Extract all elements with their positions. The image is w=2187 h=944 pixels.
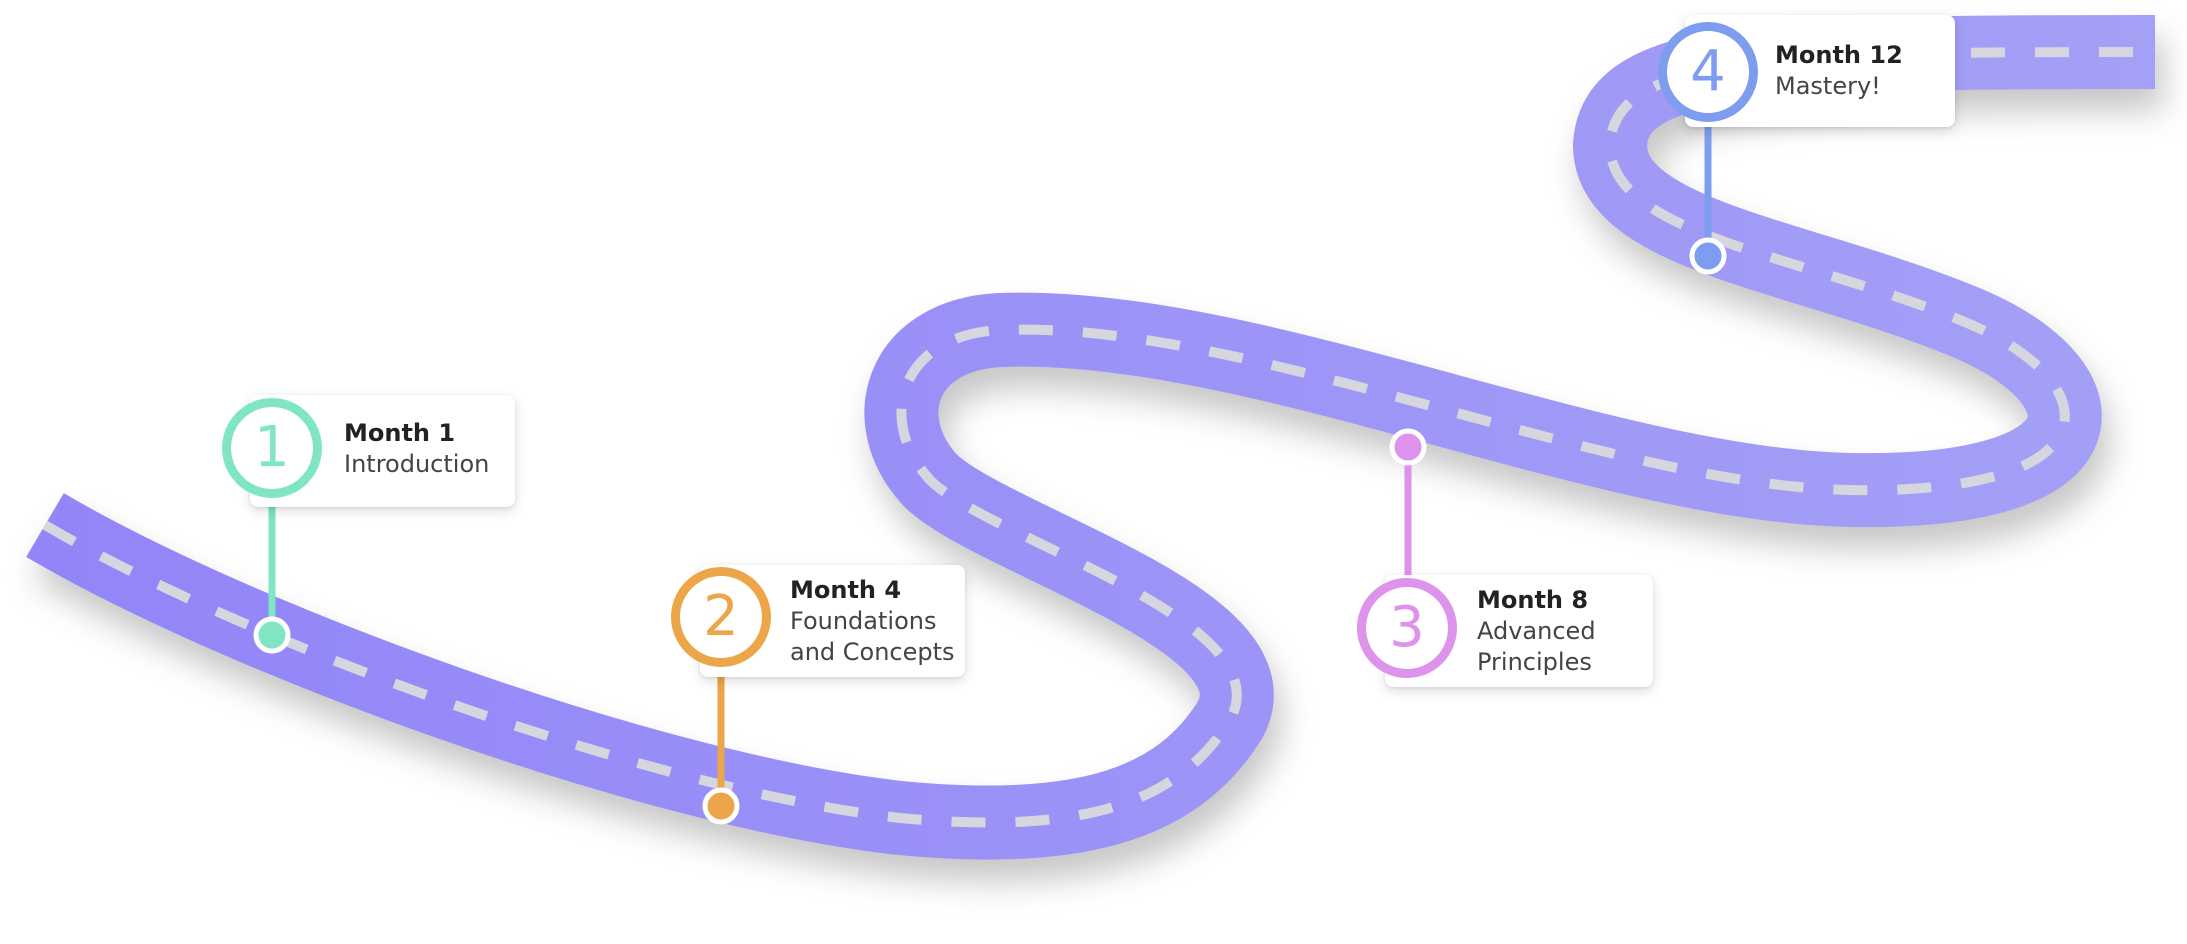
milestone-badge-1: 1 [222, 398, 322, 498]
milestone-title: Month 8 [1477, 586, 1589, 614]
milestone-badge-4: 4 [1658, 22, 1758, 122]
road [26, 15, 2156, 860]
milestone-description: Mastery! [1775, 72, 1881, 100]
milestone-description: Introduction [344, 450, 490, 478]
milestone-title: Month 1 [344, 419, 456, 447]
milestone-title: Month 12 [1775, 41, 1903, 69]
milestone-road-marker-3 [1389, 428, 1427, 466]
milestone-description: Foundations and Concepts [790, 607, 955, 666]
milestone-badge-3: 3 [1357, 578, 1457, 678]
milestone-title: Month 4 [790, 576, 902, 604]
milestone-description: Advanced Principles [1477, 617, 1596, 676]
milestone-road-marker-4 [1689, 237, 1727, 275]
milestone-road-marker-1 [253, 616, 291, 654]
milestone-badge-2: 2 [671, 567, 771, 667]
milestone-road-marker-2 [702, 787, 740, 825]
